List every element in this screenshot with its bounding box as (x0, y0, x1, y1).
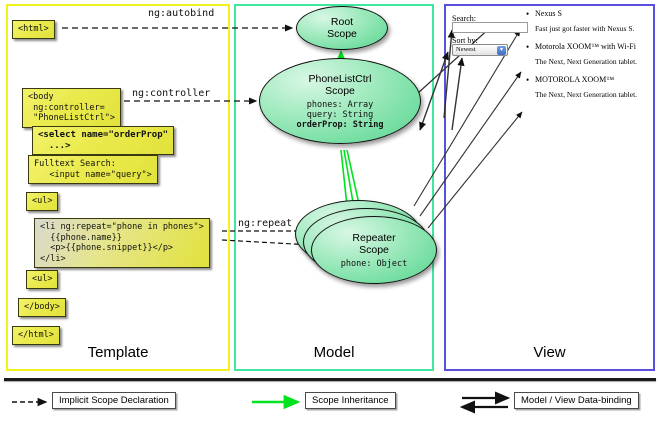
scope-root-title-line2: Scope (327, 28, 357, 40)
legend-glyph-databinding (459, 391, 511, 414)
panel-model-label: Model (313, 344, 355, 361)
panel-template-label: Template (87, 344, 149, 361)
scope-root[interactable]: Root Scope (296, 6, 388, 50)
scope-phonelistctrl[interactable]: PhoneListCtrl Scope phones: Array query:… (259, 58, 421, 144)
code-box-html-open[interactable]: <html> (12, 20, 55, 39)
scope-phonelistctrl-title-line1: PhoneListCtrl (308, 72, 372, 85)
list-item[interactable]: Nexus S Fast just got faster with Nexus … (524, 8, 652, 35)
code-box-ul-close[interactable]: <ul> (26, 270, 59, 289)
scope-repeater-title-line2: Scope (359, 243, 389, 256)
scope-repeater-title-line1: Repeater (352, 231, 396, 244)
legend-item-model-view-data-binding: Model / View Data-binding (514, 392, 639, 409)
phone-snippet: The Next, Next Generation tablet. (535, 57, 638, 66)
phone-list: Nexus S Fast just got faster with Nexus … (524, 8, 652, 107)
legend-item-scope-inheritance: Scope Inheritance (305, 392, 396, 409)
search-label: Search: (452, 14, 476, 23)
phone-name: Nexus S (524, 8, 652, 20)
code-box-body-open[interactable]: <body ng:controller= "PhoneListCtrl"> (22, 88, 121, 128)
legend-divider (4, 378, 656, 381)
chevron-down-icon[interactable]: ▾ (497, 46, 506, 55)
panel-view-label: View (533, 344, 566, 361)
list-item[interactable]: MOTOROLA XOOM™ The Next, Next Generation… (524, 74, 652, 101)
scope-repeater[interactable]: Repeater Scope phone: Object (311, 216, 437, 284)
scope-repeater-props: phone: Object (340, 258, 408, 269)
wire-data-binding-phone-2 (419, 71, 522, 217)
phone-name: MOTOROLA XOOM™ (524, 74, 652, 86)
scope-root-title-line1: Root (330, 16, 354, 28)
code-box-li-repeat[interactable]: <li ng:repeat="phone in phones"> {{phone… (34, 218, 210, 268)
wire-data-binding-sort-select (451, 57, 465, 131)
code-box-body-close[interactable]: </body> (18, 298, 66, 317)
sort-by-label: Sort by: (452, 36, 478, 45)
wire-data-binding-search-input (443, 29, 455, 119)
wire-label-ng-autobind: ng:autobind (148, 8, 215, 19)
code-box-select[interactable]: <select name="orderProp" ...> (32, 126, 175, 155)
list-item[interactable]: Motorola XOOM™ with Wi-Fi The Next, Next… (524, 41, 652, 68)
wire-data-binding-orderprop (419, 51, 449, 131)
code-box-fulltext-search[interactable]: Fulltext Search: <input name="query"> (28, 155, 158, 184)
phone-snippet: Fast just got faster with Nexus S. (535, 24, 635, 33)
wire-data-binding-phone-3 (427, 111, 523, 229)
wire-data-binding-phone-1 (413, 29, 521, 207)
code-box-ul-open[interactable]: <ul> (26, 192, 59, 211)
sort-by-selected-value: Newest (456, 46, 476, 53)
scope-phonelistctrl-title-line2: Scope (325, 84, 355, 97)
scope-phonelistctrl-props-bold: orderProp: String (296, 119, 384, 130)
phone-name: Motorola XOOM™ with Wi-Fi (524, 41, 652, 53)
scope-phonelistctrl-props: phones: Array query: String (306, 99, 374, 120)
legend-item-implicit-scope-declaration: Implicit Scope Declaration (52, 392, 176, 409)
code-box-html-close[interactable]: </html> (12, 326, 60, 345)
sort-by-select[interactable]: Newest ▾ (452, 44, 508, 56)
wire-label-ng-controller: ng:controller (132, 88, 211, 99)
phone-snippet: The Next, Next Generation tablet. (535, 90, 638, 99)
search-input[interactable] (452, 22, 528, 33)
wire-label-ng-repeat: ng:repeat (238, 218, 293, 229)
